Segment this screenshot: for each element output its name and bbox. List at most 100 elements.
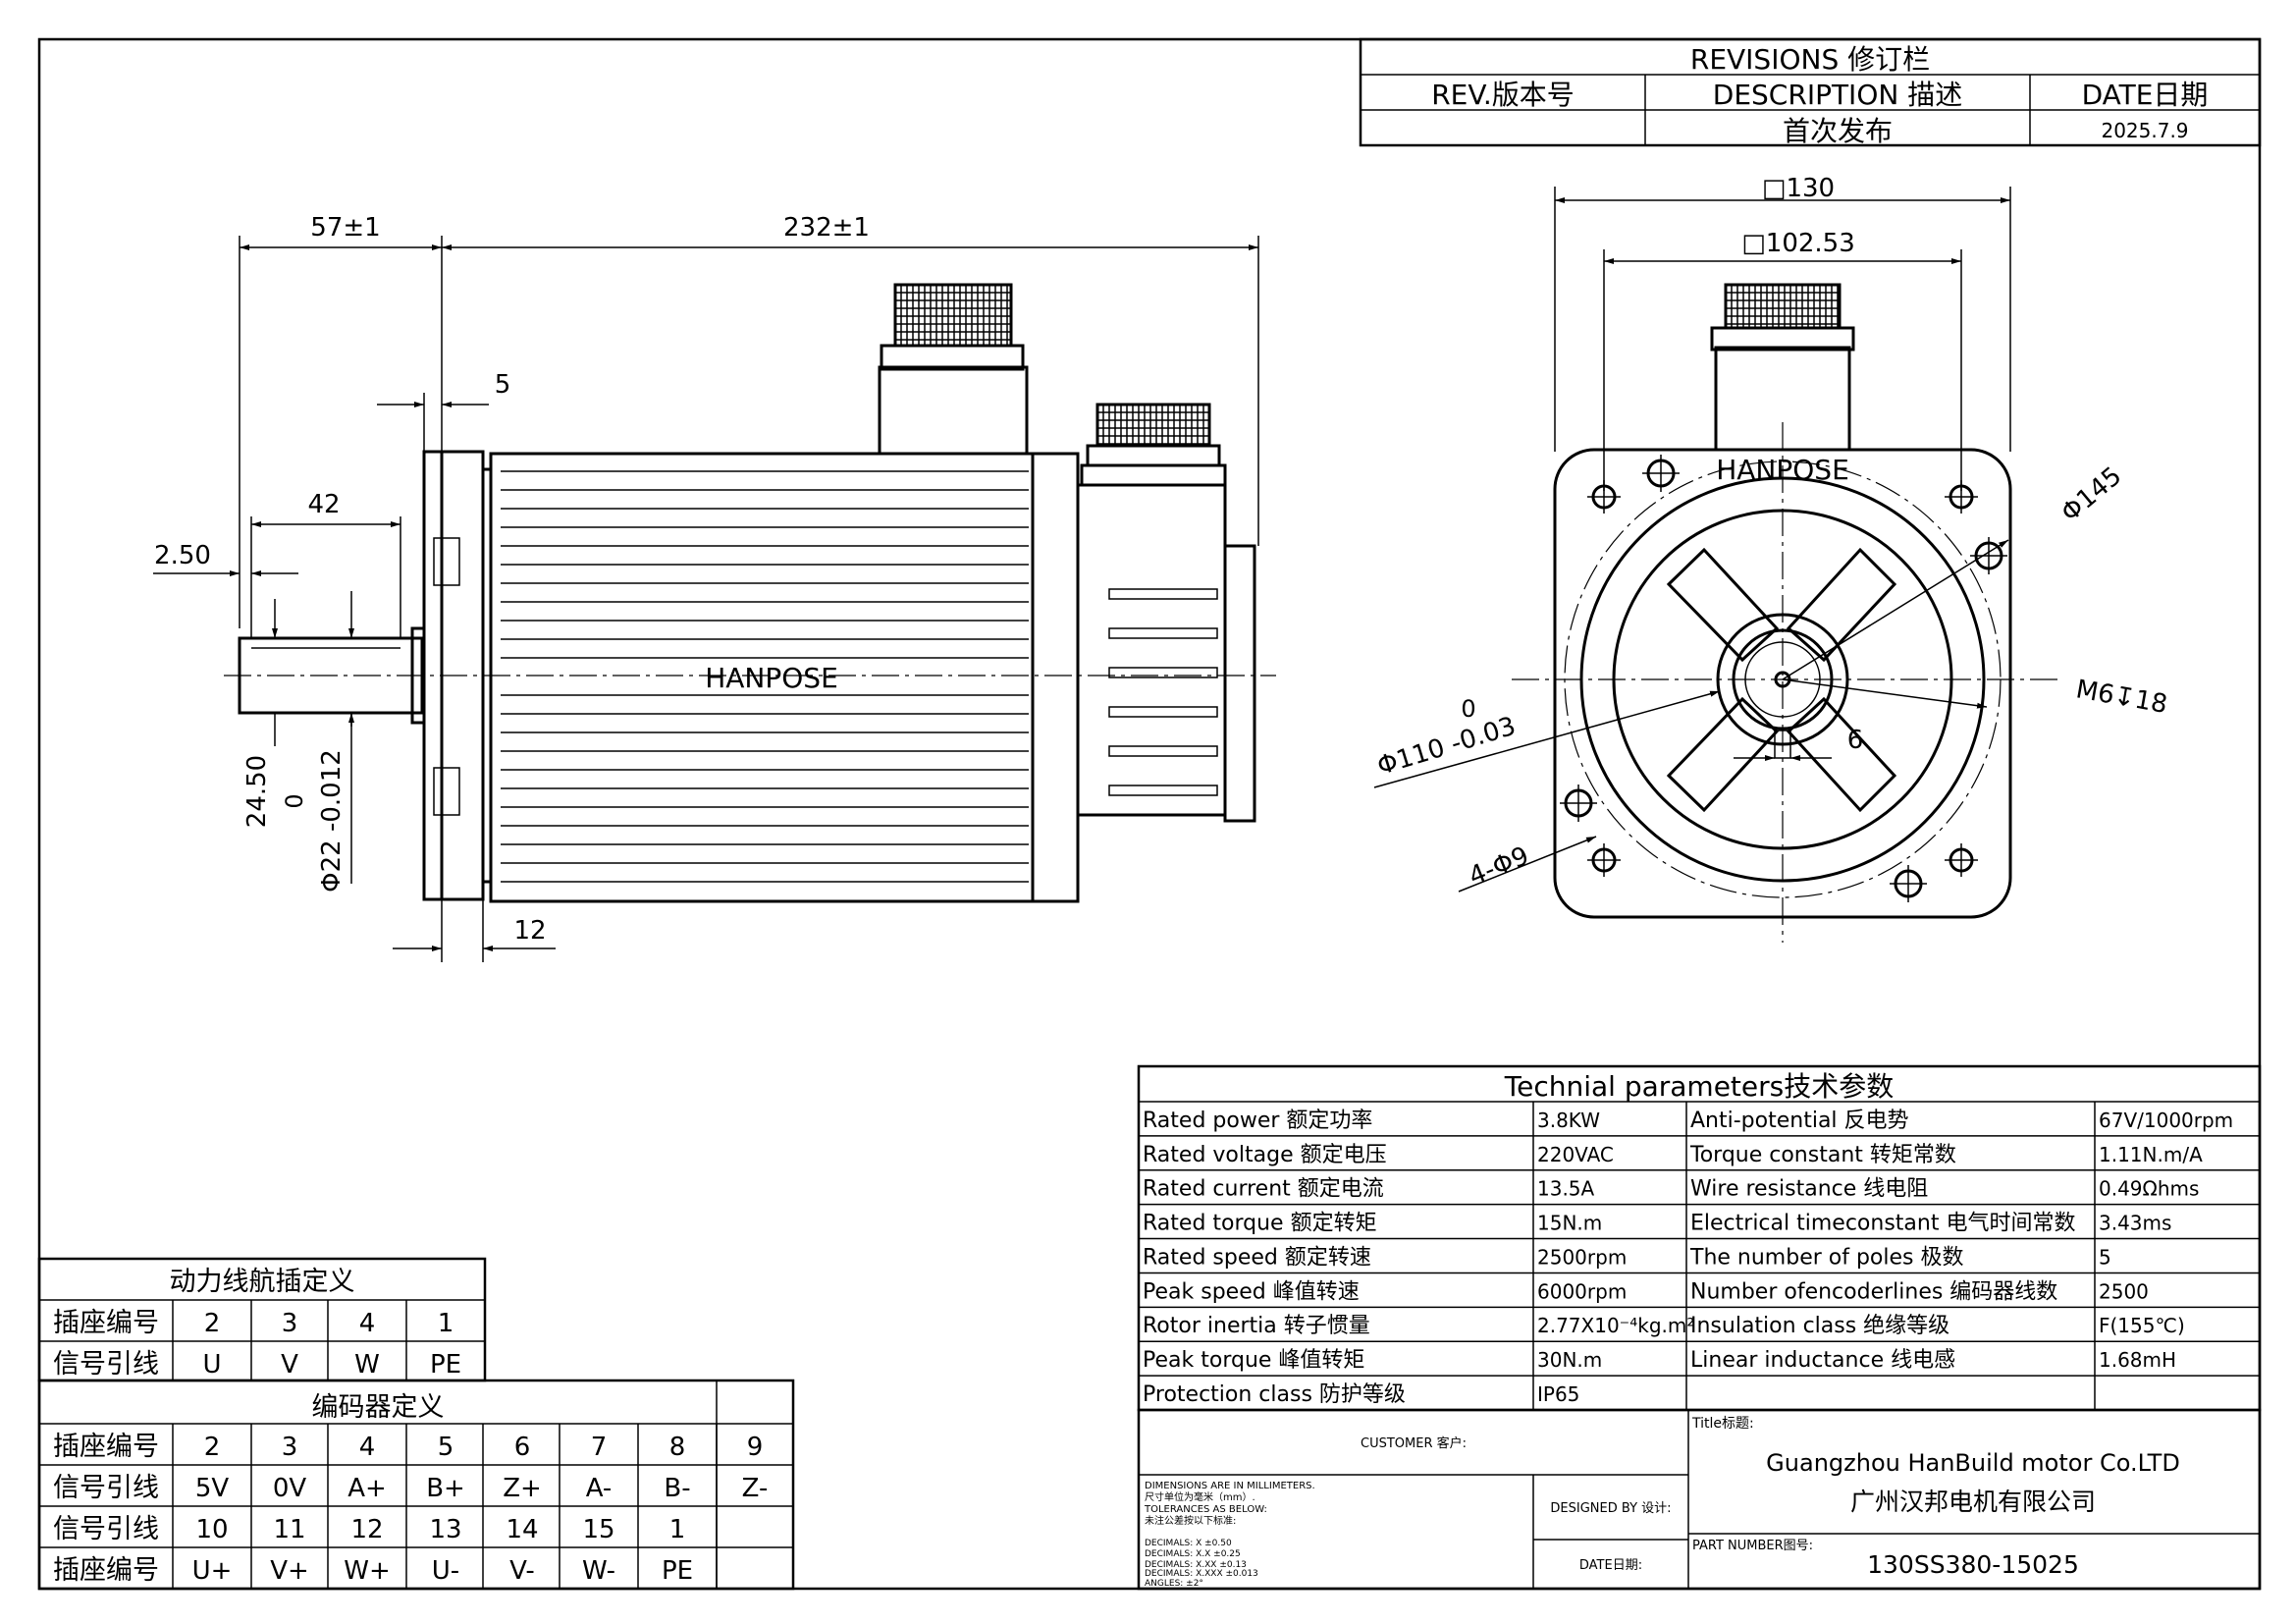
part-number-label: PART NUMBER图号: [1692,1539,1813,1553]
param-v1: 220VAC [1537,1143,1614,1166]
decimals-2: DECIMALS: X.X ±0.25 [1145,1549,1241,1559]
revisions-table: REVISIONS 修订栏 REV.版本号 DESCRIPTION 描述 DAT… [1359,37,2262,147]
encoder-cell: 11 [273,1515,305,1544]
encoder-cell: Z- [742,1474,769,1503]
param-l2: Linear inductance 线电感 [1690,1348,1955,1373]
encoder-cell: A+ [347,1474,387,1503]
encoder-connector [1080,403,1227,487]
power-signal: U [202,1350,221,1380]
encoder-cell: 1 [669,1515,686,1544]
dim-key-width: 6 [1847,726,1864,755]
dim-flange-to-shaft: 57±1 [310,213,380,243]
param-l2: Wire resistance 线电阻 [1690,1177,1928,1202]
encoder-cell: V- [509,1556,535,1586]
param-v2: 5 [2099,1245,2111,1269]
dim-thread: M6↧18 [2074,675,2170,720]
param-v2: 67V/1000rpm [2099,1109,2233,1132]
param-v2: 0.49Ωhms [2099,1177,2199,1201]
param-l1: Rated torque 额定转矩 [1143,1212,1377,1236]
encoder-cell: W- [582,1556,615,1586]
encoder-row-label-3: 信号引线 [53,1514,159,1544]
dim-key-length: 42 [307,490,340,519]
encoder-cell: 5V [195,1474,230,1503]
encoder-cell: 2 [204,1433,221,1462]
part-number: 130SS380-15025 [1867,1550,2079,1579]
power-connector [878,283,1029,456]
power-row-label-pin: 插座编号 [53,1308,159,1338]
power-signal: W [354,1350,380,1380]
motor-side-view: HANPOSE 57±1 232±1 5 42 2.50 24.50 0 Φ22… [153,213,1276,962]
company-name-cn: 广州汉邦电机有限公司 [1850,1488,2096,1516]
spokes [1666,547,1897,813]
encoder-cell: 15 [582,1515,614,1544]
company-name-en: Guangzhou HanBuild motor Co.LTD [1766,1449,2180,1477]
param-l1: Rated current 额定电流 [1143,1177,1384,1202]
note-3: TOLERANCES AS BELOW: [1144,1504,1267,1515]
param-l1: Protection class 防护等级 [1143,1382,1406,1407]
param-v1: 6000rpm [1537,1279,1627,1303]
param-l2: Number ofencoderlines 编码器线数 [1690,1279,2057,1304]
power-signal: V [281,1350,298,1380]
encoder-cell: 13 [429,1515,461,1544]
dim-shaft-diameter: Φ22 -0.012 [317,749,347,893]
mounting-holes [1560,455,2007,902]
encoder-cell: 9 [747,1433,764,1462]
dim-square-inner: □102.53 [1741,229,1855,258]
param-l2: Anti-potential 反电势 [1690,1109,1909,1133]
dim-key-height: 24.50 [242,755,272,828]
decimals-1: DECIMALS: X ±0.50 [1145,1539,1232,1548]
encoder-cell: PE [662,1556,693,1586]
dim-pilot-tol-top: 0 [1461,695,1475,723]
encoder-cell: V+ [270,1556,309,1586]
note-4: 未注公差按以下标准: [1145,1514,1236,1527]
revision-date: 2025.7.9 [2101,119,2188,142]
front-brand-label: HANPOSE [1716,454,1849,486]
param-l2: Electrical timeconstant 电气时间常数 [1690,1212,2075,1236]
encoder-cell: 5 [438,1433,454,1462]
encoder-row-label-2: 信号引线 [53,1473,159,1503]
rev-header: REV.版本号 [1431,79,1575,111]
power-pin-number: 3 [282,1309,298,1338]
tech-params-title: Technial parameters技术参数 [1504,1070,1895,1103]
dim-bolt-circle: Φ145 [2056,461,2127,528]
power-row-label-signal: 信号引线 [53,1349,159,1380]
param-v2: F(155℃) [2099,1314,2185,1337]
encoder-row-label-4: 插座编号 [53,1555,159,1586]
side-brand-label: HANPOSE [705,662,838,694]
dim-shaft-tol-top: 0 [281,793,308,808]
dim-body-length: 232±1 [783,213,870,243]
decimals-4: DECIMALS: X.XXX ±0.013 [1145,1569,1258,1579]
pilot-circle [1716,613,1849,746]
param-v1: 30N.m [1537,1348,1602,1372]
encoder-cell: 6 [514,1433,531,1462]
date-label: DATE日期: [1579,1558,1642,1573]
param-l1: Rated speed 额定转速 [1143,1245,1371,1270]
param-v2: 1.11N.m/A [2099,1143,2203,1166]
encoder-cell: U- [432,1556,459,1586]
shaft [238,636,424,715]
title-label: Title标题: [1691,1416,1754,1432]
encoder-cell: Z+ [503,1474,542,1503]
param-v1: 3.8KW [1537,1109,1600,1132]
power-pin-number: 1 [438,1309,454,1338]
dim-flange-thickness: 5 [495,370,511,400]
encoder-cell: 14 [506,1515,538,1544]
param-l1: Rated power 额定功率 [1143,1109,1372,1133]
param-v1: 13.5A [1537,1177,1595,1201]
param-v1: 15N.m [1537,1212,1602,1235]
power-table-title: 动力线航插定义 [170,1267,355,1297]
encoder-cell: B- [664,1474,690,1503]
param-v1: 2.77X10⁻⁴kg.m² [1537,1314,1694,1337]
note-1: DIMENSIONS ARE IN MILLIMETERS. [1145,1481,1315,1491]
param-l2: The number of poles 极数 [1689,1245,1964,1270]
customer-label: CUSTOMER 客户: [1361,1435,1467,1451]
param-l1: Rotor inertia 转子惯量 [1143,1314,1370,1338]
encoder-cover-slots [1108,588,1218,796]
param-l1: Peak speed 峰值转速 [1143,1279,1360,1304]
dim-square-outer: □130 [1762,174,1835,203]
encoder-cell: A- [586,1474,613,1503]
param-v2: 1.68mH [2099,1348,2176,1372]
dim-bottom: 12 [513,916,546,946]
